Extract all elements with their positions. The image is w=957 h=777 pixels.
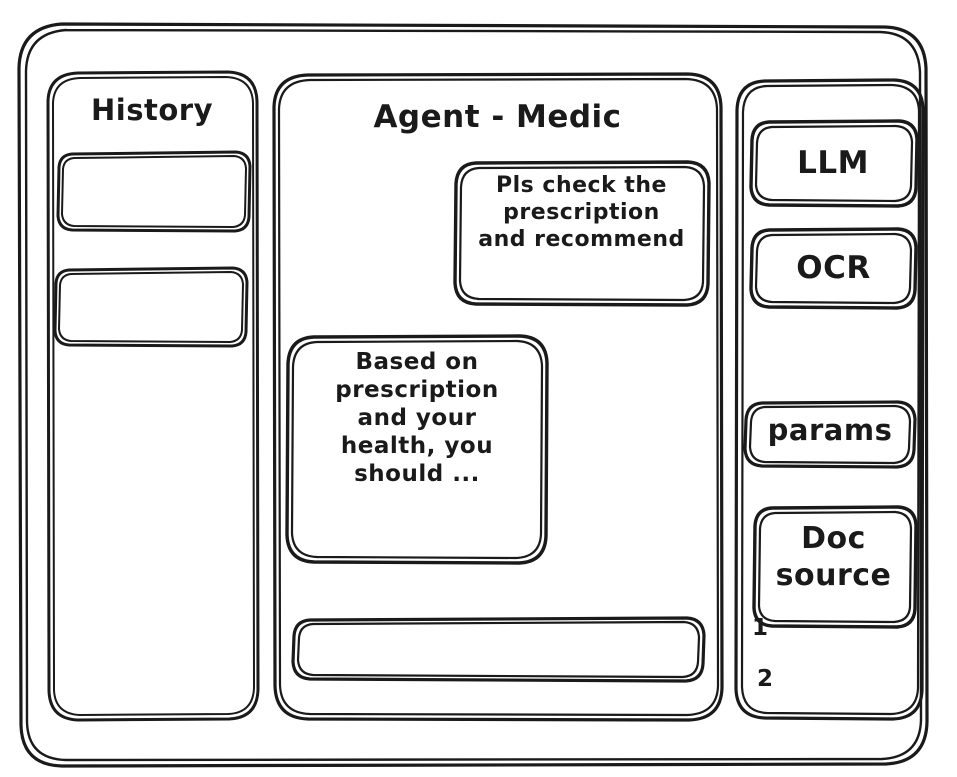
doc-source-reference-item[interactable]: 2 [757,666,774,692]
history-panel-title: History [91,93,213,127]
history-list-item[interactable] [55,268,245,346]
doc-source-reference-item[interactable]: 1 [752,615,769,641]
message-input[interactable] [294,618,702,680]
tool-params-label: params [767,413,893,447]
tool-ocr-label: OCR [796,250,871,286]
assistant-message-text: Based on prescription and your health, y… [335,349,499,488]
history-list-item[interactable] [58,152,248,231]
tool-doc-source-label: Doc source [775,521,892,593]
tool-llm-label: LLM [797,145,869,181]
user-message-text: Pls check the prescription and recommend [478,173,685,252]
agent-title: Agent - Medic [373,99,622,135]
